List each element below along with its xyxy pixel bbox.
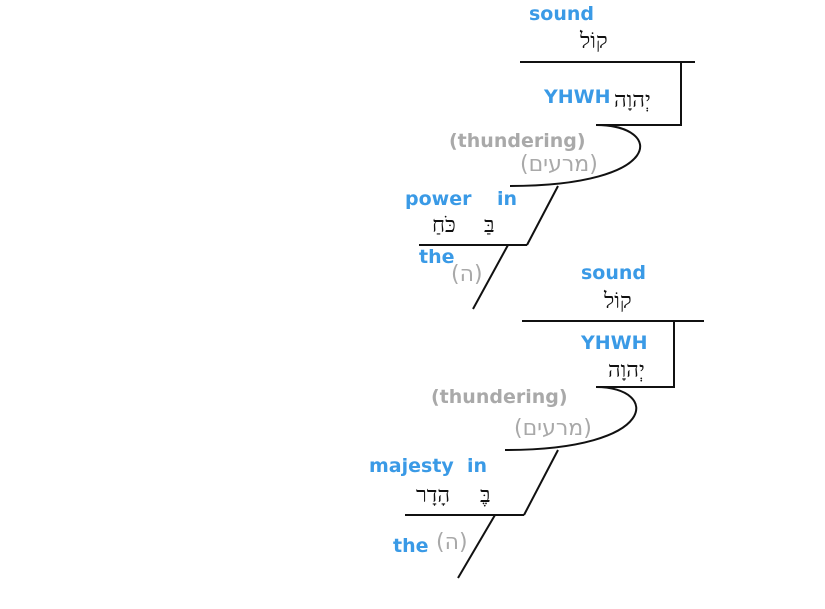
clause1-modifier-hebrew: יְהוָה [614, 88, 651, 113]
clause1-preposition-english: in [497, 188, 518, 210]
clause1-article-english: the [419, 246, 455, 268]
clause2-object-english: majesty [369, 455, 454, 477]
clause1-verb-hebrew: (מרעים) [520, 152, 598, 177]
clause2-verb-english: (thundering) [431, 386, 568, 408]
clause1-object-english: power [405, 188, 472, 210]
clause1-verb-curve [509, 124, 642, 187]
clause1-subject-hebrew: קוֹל [580, 29, 608, 54]
clause2-article-hebrew: (ה) [436, 530, 468, 555]
clause2-verb-curve [504, 386, 638, 451]
clause1-preposition-hebrew: בַּ [484, 213, 495, 238]
clause2-verb-hebrew: (מרעים) [514, 416, 592, 441]
clause2-object-hebrew: הָדָר [416, 483, 451, 508]
clause2-prep-slant [523, 449, 559, 516]
clause1-modifier-english: YHWH [544, 86, 611, 108]
clause2-article-slant [457, 514, 496, 579]
clause2-subject-hebrew: קוֹל [604, 289, 632, 314]
clause1-object-hebrew: כֹּחַ [432, 213, 456, 238]
clause2-modifier-bracket [596, 321, 675, 388]
clause1-article-slant [472, 244, 509, 310]
clause2-modifier-english: YHWH [581, 332, 648, 354]
clause2-article-english: the [393, 535, 429, 557]
clause1-prep-slant [526, 185, 559, 246]
clause1-modifier-bracket [596, 62, 682, 126]
clause2-preposition-hebrew: בֶּ [480, 483, 491, 508]
clause1-verb-english: (thundering) [449, 130, 586, 152]
clause1-subject-english: sound [529, 3, 595, 25]
clause2-modifier-hebrew: יְהוָה [608, 358, 645, 383]
clause2-subject-english: sound [581, 262, 647, 284]
clause1-article-hebrew: (ה) [451, 262, 483, 287]
clause2-preposition-english: in [467, 455, 488, 477]
